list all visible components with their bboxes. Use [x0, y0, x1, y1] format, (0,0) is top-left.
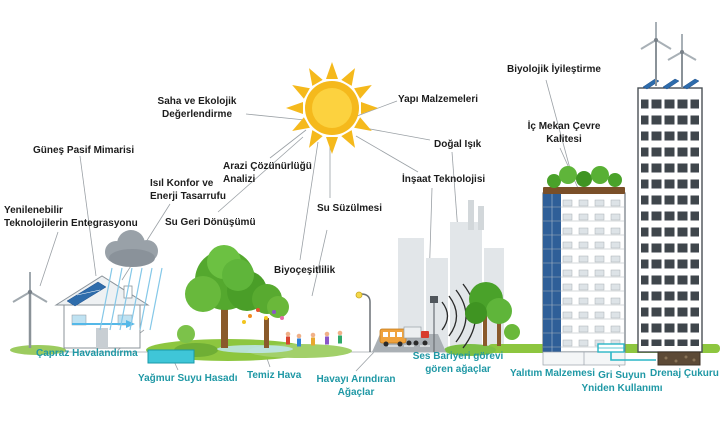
roof-solar-panel-icon [66, 281, 107, 307]
label-biodiversity: Biyoçeşitlilik [274, 265, 336, 276]
label-clean-air: Temiz Hava [247, 370, 302, 381]
label-sound-barrier-trees: Ses Bariyeri görevi gören ağaçlar [412, 351, 504, 375]
roof-wind-turbine-icon [640, 22, 697, 88]
skyscraper [637, 22, 703, 353]
label-site-ecological-assessment: Saha ve Ekolojik Değerlendirme [157, 96, 237, 120]
tree-icon [177, 245, 289, 348]
label-water-recycling: Su Geri Dönüşümü [165, 217, 256, 228]
truck-icon [403, 326, 429, 346]
label-land-resolution-analysis: Arazi Çözünürlüğü Analizi [223, 161, 312, 185]
label-grey-water-reuse: Gri Suyun Yniden Kullanımı [581, 370, 663, 394]
biodiversity-flowers-icon [242, 308, 284, 324]
sound-barrier-tree-icon [465, 282, 520, 346]
rain-cloud-icon [99, 230, 163, 331]
sun-icon [286, 62, 378, 154]
label-water-filtration: Su Süzülmesi [317, 203, 383, 214]
green-roof-icon [543, 166, 625, 194]
roof-solar-panels-icon [642, 78, 700, 90]
bus-icon [379, 328, 407, 347]
label-biological-improvement: Biyolojik İyileştirme [507, 64, 601, 75]
label-indoor-environment-quality: İç Mekan Çevre Kalitesi [527, 121, 601, 145]
people-icons [285, 330, 343, 347]
wind-turbine-icon [12, 272, 48, 348]
green-roof-building [542, 166, 626, 366]
street-lamp-icon [355, 291, 371, 352]
label-building-materials: Yapı Malzemeleri [398, 94, 479, 105]
cross-ventilation-arrow-icon [72, 320, 135, 328]
label-solar-passive-architecture: Güneş Pasif Mimarisi [33, 145, 135, 156]
drainage-pit-icon [657, 351, 701, 366]
rainwater-basin [147, 349, 195, 364]
grey-water-pipes-icon [597, 343, 656, 361]
solar-house-icon [54, 275, 150, 349]
label-construction-technology: İnşaat Teknolojisi [402, 174, 486, 185]
label-thermal-comfort-energy: Isıl Konfor ve Enerji Tasarrufu [150, 178, 226, 202]
label-natural-light: Doğal Işık [434, 139, 482, 150]
label-cross-ventilation: Çapraz Havalandırma [36, 348, 138, 359]
label-rainwater-harvesting: Yağmur Suyu Hasadı [138, 373, 238, 384]
city-skyline [398, 200, 504, 348]
label-renewable-tech-integration: Yenilenebilir Teknolojilerin Entegrasyon… [4, 205, 138, 229]
label-drainage-pit: Drenaj Çukuru [650, 368, 719, 379]
label-insulation-material: Yalıtım Malzemesi [510, 368, 596, 379]
rain-icon [99, 267, 163, 331]
basement-section [542, 351, 626, 366]
label-air-purifying-trees: Havayı Arındıran Ağaçlar [316, 374, 396, 398]
